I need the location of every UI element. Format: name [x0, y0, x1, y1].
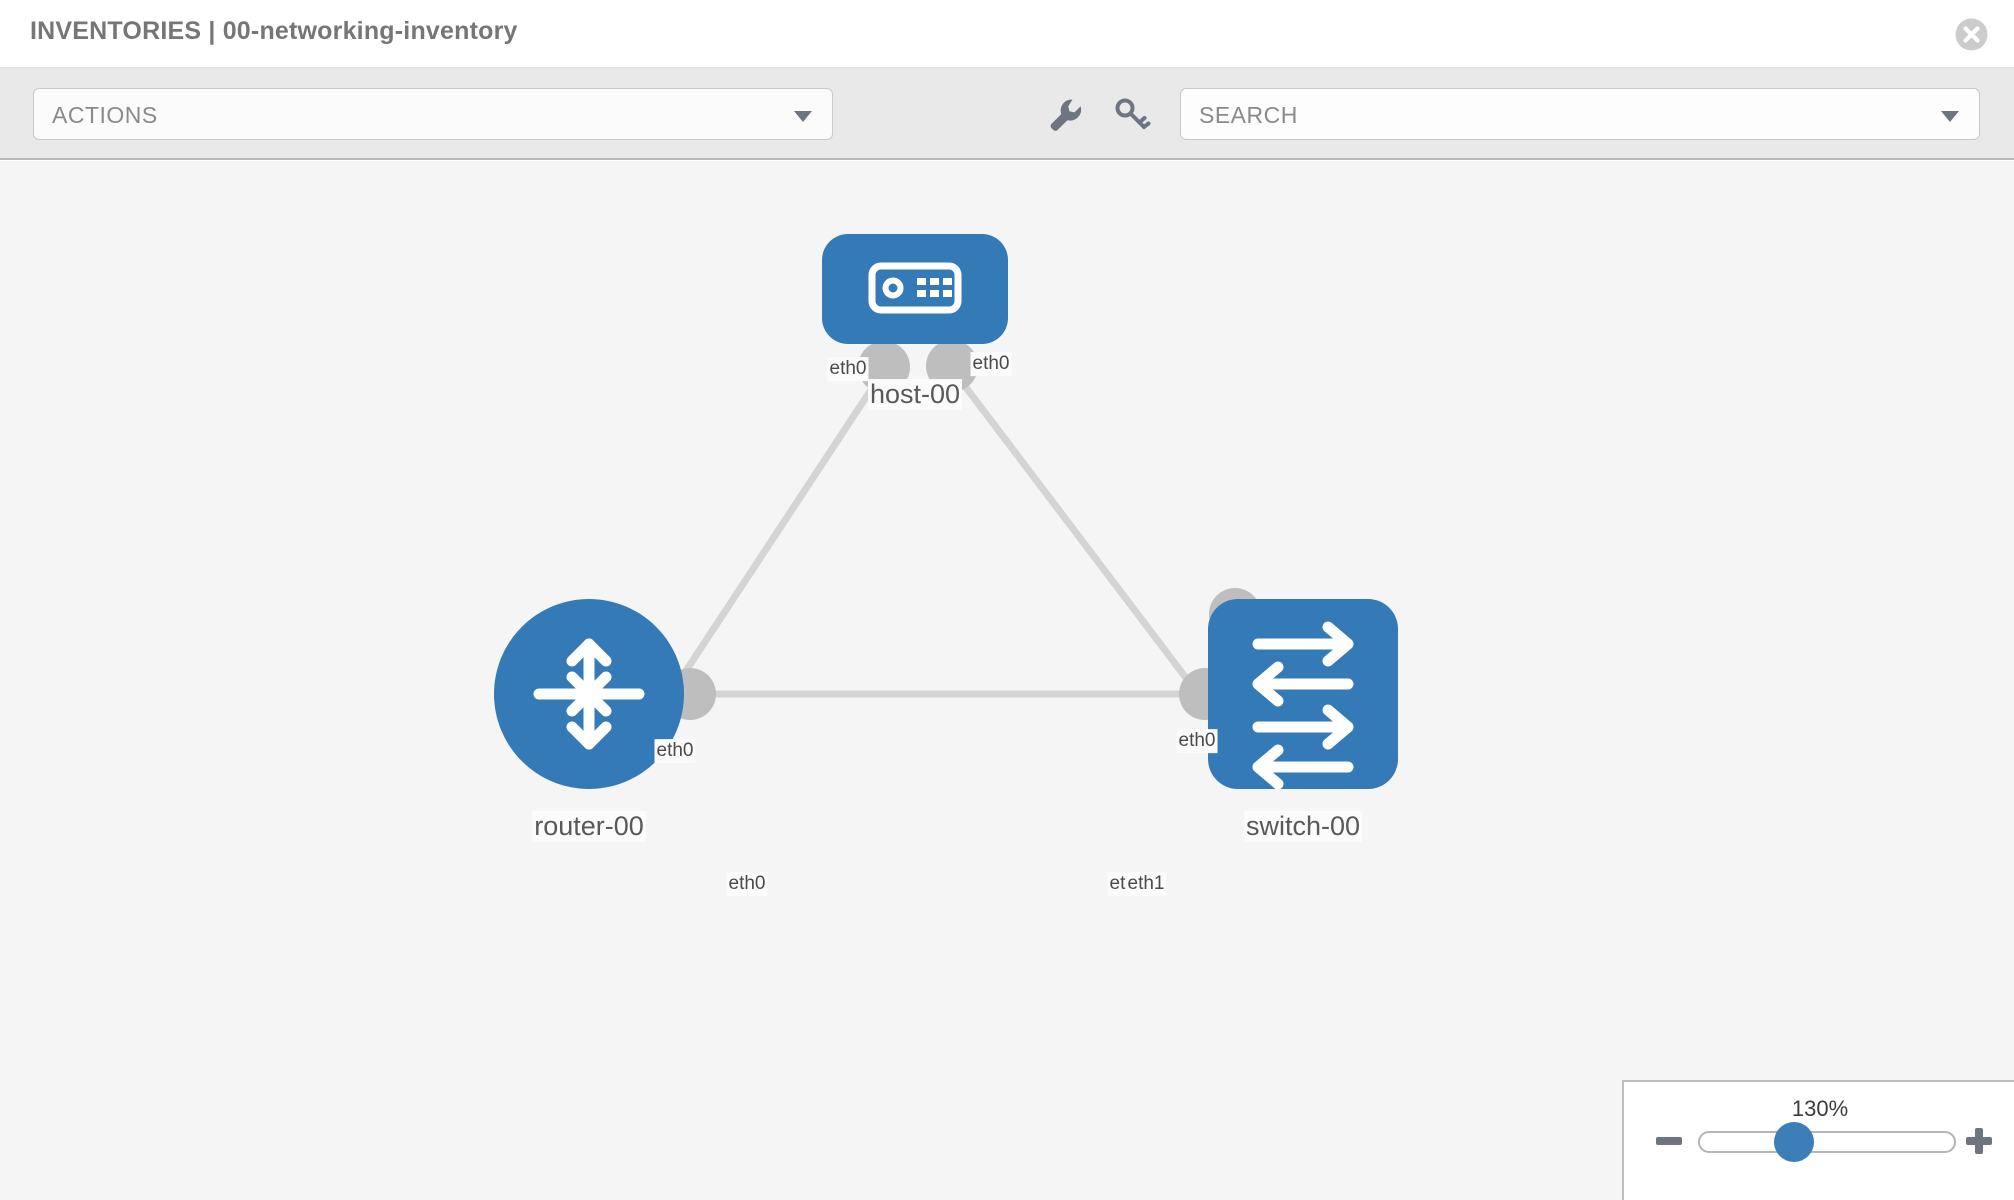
page-title: INVENTORIES | 00-networking-inventory: [30, 17, 518, 45]
switch-arrows-icon: [1252, 621, 1354, 790]
zoom-slider-thumb[interactable]: [1774, 1122, 1814, 1162]
actions-dropdown[interactable]: ACTIONS: [33, 88, 833, 140]
key-icon[interactable]: [1110, 92, 1154, 136]
node-switch-00: [1208, 599, 1398, 790]
search-placeholder: SEARCH: [1199, 102, 1298, 128]
node-label-switch: switch-00: [1243, 811, 1363, 842]
zoom-in-button[interactable]: [1964, 1126, 1994, 1156]
toolbar: ACTIONS SEARCH: [0, 68, 2014, 160]
interface-label: eth0: [654, 739, 696, 763]
node-label-host: host-00: [867, 379, 963, 410]
server-icon: [868, 262, 962, 314]
page-header: INVENTORIES | 00-networking-inventory: [0, 0, 2014, 68]
zoom-out-button[interactable]: [1654, 1126, 1684, 1156]
node-label-router: router-00: [532, 811, 646, 842]
chevron-down-icon: [1941, 111, 1959, 122]
interface-label: eth0: [970, 352, 1012, 376]
search-input[interactable]: SEARCH: [1180, 88, 1980, 140]
node-router-00: [494, 599, 684, 789]
wrench-icon[interactable]: [1043, 92, 1087, 136]
actions-dropdown-label: ACTIONS: [52, 102, 158, 128]
interface-label: eth0: [726, 872, 768, 896]
interface-label: eth0: [827, 357, 869, 381]
topology-canvas[interactable]: host-00 router-00 switch-00 eth0 eth0 et…: [0, 161, 2014, 1200]
topology-graph: [494, 234, 1398, 790]
interface-label: eth0: [1176, 729, 1218, 753]
zoom-control-panel: 130%: [1622, 1080, 2014, 1200]
node-host-00: [822, 234, 1008, 344]
close-icon[interactable]: [1955, 18, 1988, 51]
zoom-level-label: 130%: [1791, 1096, 1849, 1121]
zoom-slider-track[interactable]: [1698, 1131, 1956, 1153]
topology-links: [617, 370, 1261, 776]
chevron-down-icon: [794, 111, 812, 122]
interface-label: eth1: [1125, 872, 1167, 896]
router-arrows-icon: [533, 638, 645, 750]
